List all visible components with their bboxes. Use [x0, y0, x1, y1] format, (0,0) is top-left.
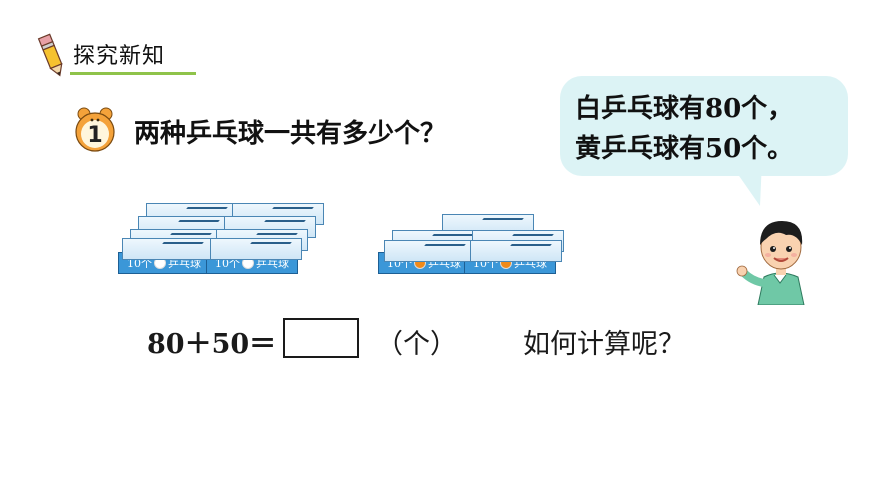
equation-expression: 80＋50＝: [147, 329, 277, 360]
problem-question: 两种乒乓球一共有多少个？: [134, 119, 447, 149]
equation-unit: （个）: [376, 329, 457, 360]
bubble-text-white-balls: 白乒乓球有80个，: [575, 94, 794, 124]
hint-question: 如何计算呢？: [523, 329, 685, 360]
problem-number-badge: 1: [75, 107, 115, 152]
white-ball-boxes: 10个 乒乓球 10个 乒乓球: [110, 198, 330, 278]
box-count-label: 10个: [127, 257, 152, 270]
box-name-label: 乒乓球: [256, 257, 289, 270]
section-title: 探究新知: [73, 44, 166, 69]
ball-box: [210, 238, 302, 260]
boy-character-icon: [736, 221, 805, 305]
ball-box: [470, 240, 562, 262]
header-underline: [70, 72, 196, 75]
bubble-text-yellow-balls: 黄乒乓球有50个。: [575, 134, 794, 164]
box-count-label: 10个: [215, 257, 240, 270]
ball-box: [122, 238, 214, 260]
speech-bubble: [560, 76, 848, 176]
speech-bubble-tail: [728, 160, 762, 206]
problem-number: 1: [87, 123, 102, 148]
box-name-label: 乒乓球: [168, 257, 201, 270]
yellow-ball-boxes: 10个乒乓球 10个乒乓球: [372, 212, 572, 278]
pencil-icon: [37, 33, 63, 77]
ball-box: [384, 240, 476, 262]
answer-input-box[interactable]: [283, 318, 359, 358]
